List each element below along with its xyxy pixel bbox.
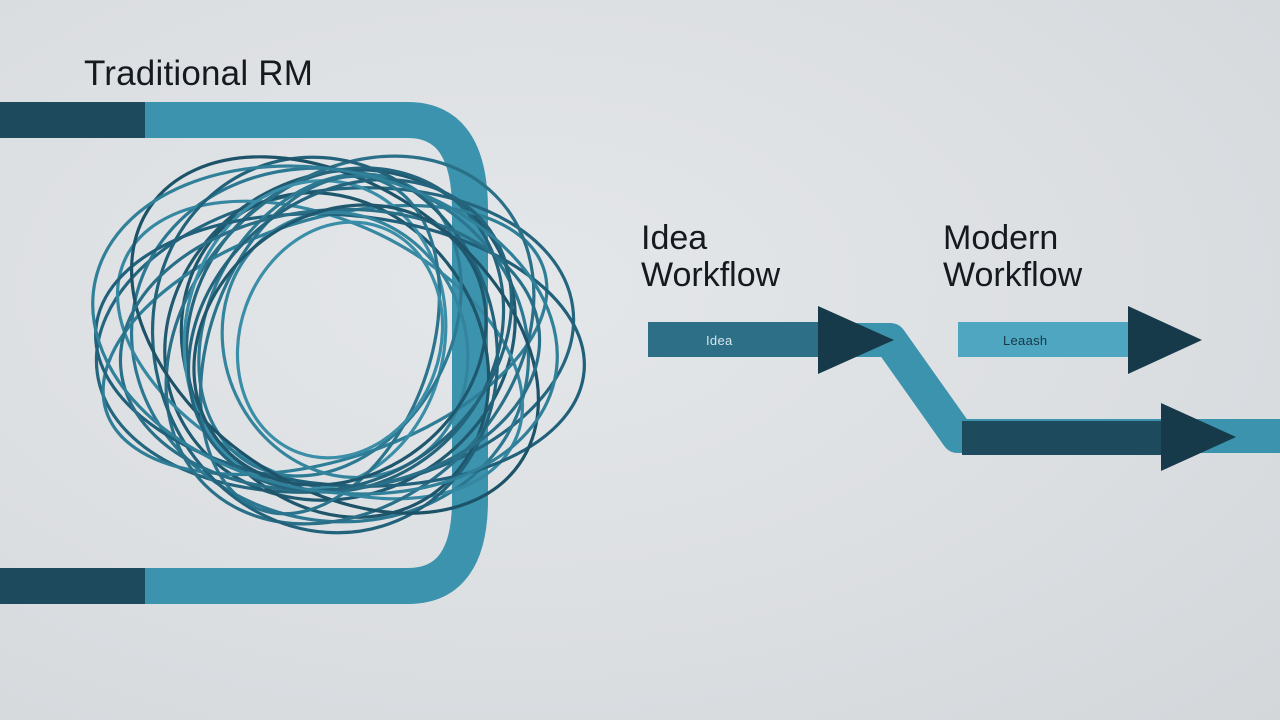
tangle-loop <box>186 177 514 493</box>
modern-heading-line2: Workflow <box>943 256 1083 294</box>
bracket-bottom-dark <box>0 568 145 604</box>
idea-workflow-heading: Idea Workflow <box>641 220 780 294</box>
bracket-curve <box>145 102 488 604</box>
right-arrow-icon <box>1128 306 1202 374</box>
tangle-loop <box>235 220 445 460</box>
tangle-loop <box>91 164 559 496</box>
right-arrow-icon <box>1161 403 1236 471</box>
tangle-loop <box>129 155 541 515</box>
modern-heading-line1: Modern <box>943 219 1059 257</box>
modern-chip-label: Leaash <box>1003 333 1048 348</box>
bottom-arrow-bar <box>962 421 1167 455</box>
tangled-loops-icon <box>91 154 586 535</box>
tangle-loop <box>192 203 488 487</box>
modern-workflow-heading: Modern Workflow <box>943 220 1082 294</box>
bracket-top-dark <box>0 102 145 138</box>
idea-chip-label: Idea <box>706 333 733 348</box>
traditional-title: Traditional RM <box>84 54 314 93</box>
modern-chip-bar <box>958 322 1130 357</box>
idea-heading-line1: Idea <box>641 219 708 257</box>
modern-flow <box>648 306 1280 471</box>
idea-chip-bar <box>648 322 820 357</box>
right-arrow-icon <box>818 306 894 374</box>
idea-heading-line2: Workflow <box>641 256 781 294</box>
traditional-bracket <box>0 102 488 604</box>
